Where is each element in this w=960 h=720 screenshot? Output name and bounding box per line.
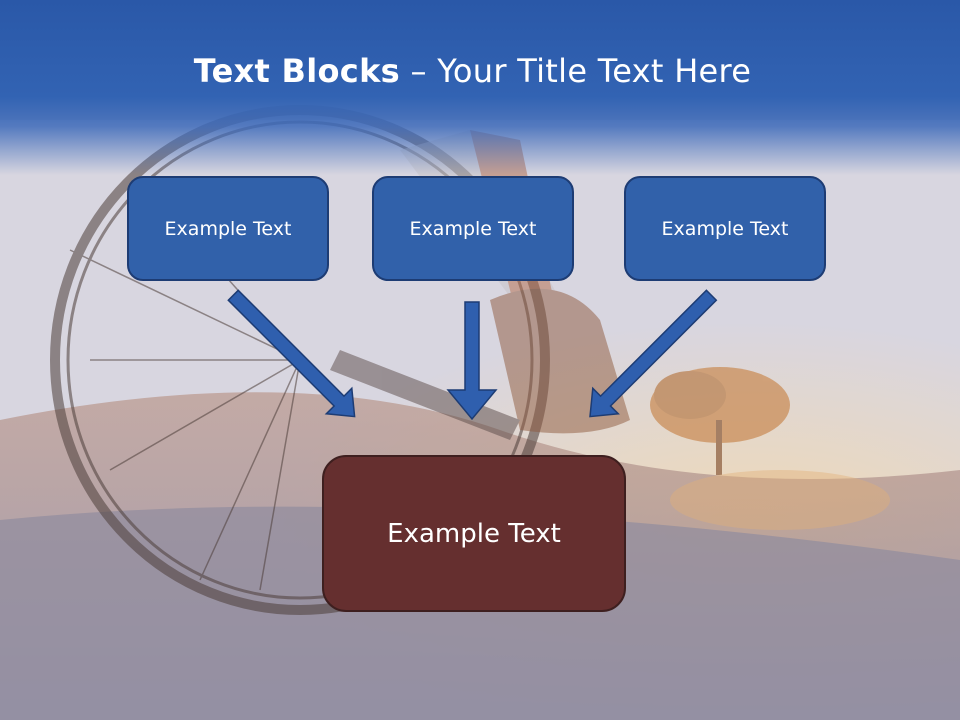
title-bold: Text Blocks [193, 52, 401, 90]
text-block-3: Example Text [624, 176, 826, 281]
arrow-left-icon [227, 289, 356, 418]
text-block-1: Example Text [127, 176, 329, 281]
slide-title: Text Blocks – Your Title Text Here [0, 52, 945, 90]
arrow-center-icon [446, 301, 498, 421]
title-rest: Your Title Text Here [437, 52, 752, 90]
title-separator: – [400, 52, 438, 90]
arrow-right-icon [589, 289, 718, 418]
title-band [0, 0, 960, 175]
text-block-2: Example Text [372, 176, 574, 281]
text-block-bottom: Example Text [322, 455, 626, 612]
